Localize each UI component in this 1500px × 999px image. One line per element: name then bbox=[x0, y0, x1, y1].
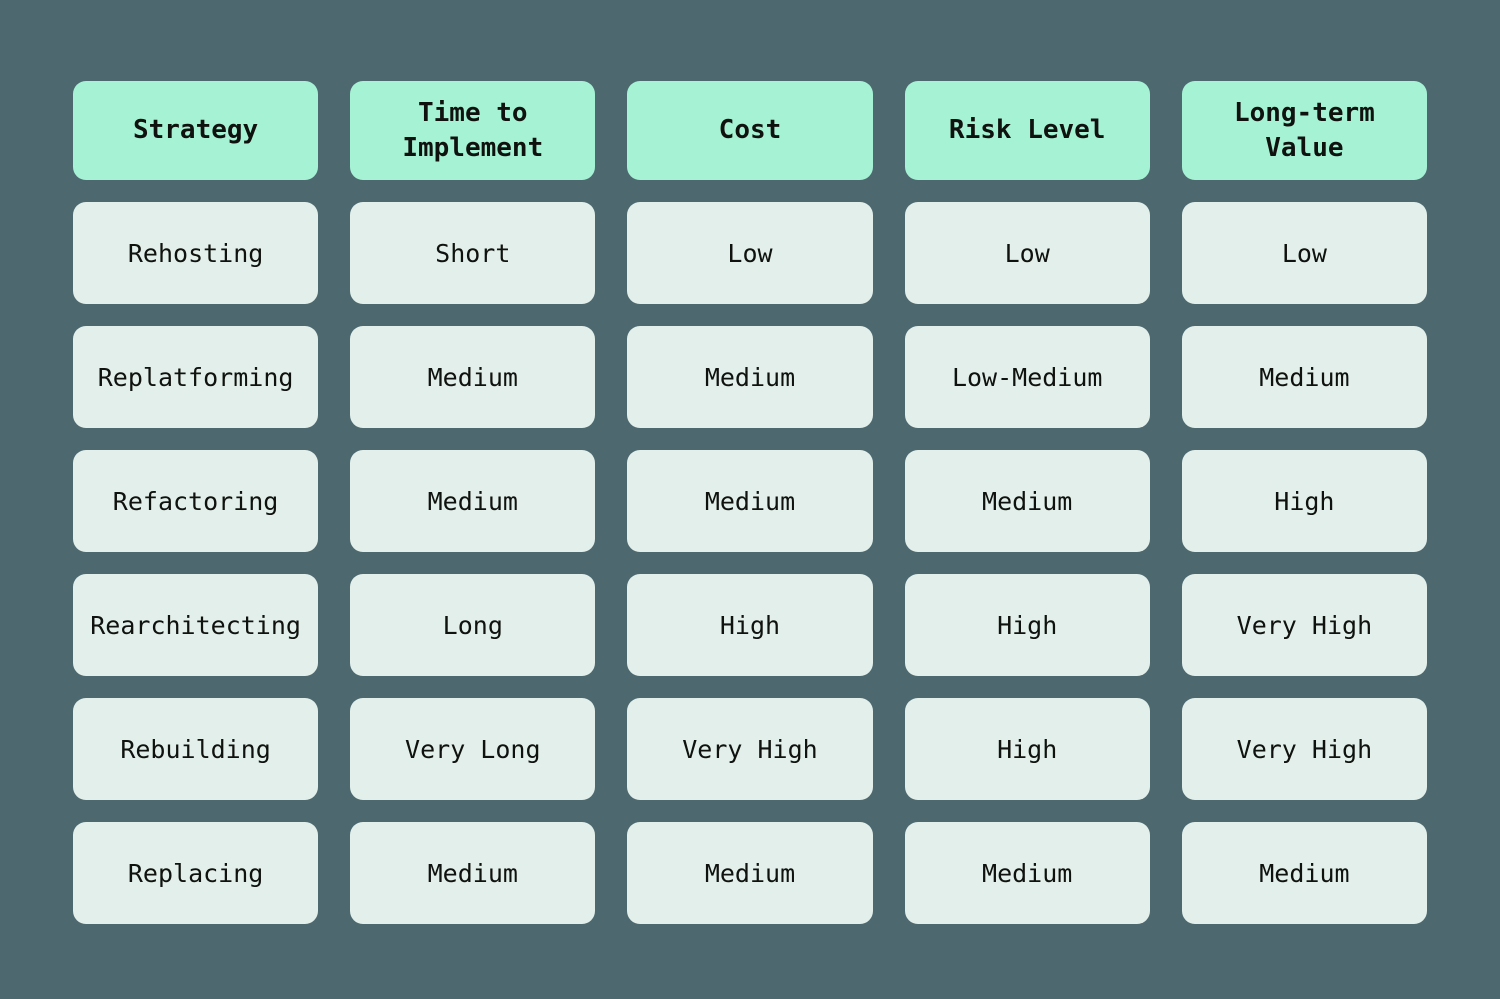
table-cell-strategy: Refactoring bbox=[73, 450, 319, 552]
table-cell-long-term-value: Medium bbox=[1181, 326, 1427, 428]
column-header-risk-level: Risk Level bbox=[904, 81, 1150, 180]
table-cell-long-term-value: Low bbox=[1181, 202, 1427, 304]
table-cell-time-to-implement: Very Long bbox=[350, 698, 596, 800]
table-cell-strategy: Replatforming bbox=[73, 326, 319, 428]
table-cell-time-to-implement: Medium bbox=[350, 326, 596, 428]
table-cell-risk-level: High bbox=[904, 574, 1150, 676]
table-cell-long-term-value: Medium bbox=[1181, 822, 1427, 924]
column-header-time-to-implement: Time to Implement bbox=[350, 81, 596, 180]
table-cell-time-to-implement: Medium bbox=[350, 450, 596, 552]
table-cell-time-to-implement: Long bbox=[350, 574, 596, 676]
column-header-strategy: Strategy bbox=[73, 81, 319, 180]
table-cell-risk-level: Medium bbox=[904, 822, 1150, 924]
table-cell-time-to-implement: Short bbox=[350, 202, 596, 304]
table-cell-long-term-value: Very High bbox=[1181, 698, 1427, 800]
table-cell-long-term-value: Very High bbox=[1181, 574, 1427, 676]
migration-strategy-comparison-table: Strategy Time to Implement Cost Risk Lev… bbox=[73, 81, 1427, 924]
table-cell-cost: Low bbox=[627, 202, 873, 304]
table-cell-risk-level: High bbox=[904, 698, 1150, 800]
table-cell-cost: High bbox=[627, 574, 873, 676]
table-cell-risk-level: Medium bbox=[904, 450, 1150, 552]
table-cell-cost: Medium bbox=[627, 326, 873, 428]
table-cell-strategy: Rearchitecting bbox=[73, 574, 319, 676]
table-cell-cost: Very High bbox=[627, 698, 873, 800]
table-cell-long-term-value: High bbox=[1181, 450, 1427, 552]
table-cell-risk-level: Low-Medium bbox=[904, 326, 1150, 428]
table-cell-cost: Medium bbox=[627, 450, 873, 552]
table-cell-strategy: Rebuilding bbox=[73, 698, 319, 800]
column-header-cost: Cost bbox=[627, 81, 873, 180]
table-cell-time-to-implement: Medium bbox=[350, 822, 596, 924]
table-cell-strategy: Rehosting bbox=[73, 202, 319, 304]
column-header-long-term-value: Long-term Value bbox=[1181, 81, 1427, 180]
table-cell-cost: Medium bbox=[627, 822, 873, 924]
table-cell-risk-level: Low bbox=[904, 202, 1150, 304]
table-cell-strategy: Replacing bbox=[73, 822, 319, 924]
